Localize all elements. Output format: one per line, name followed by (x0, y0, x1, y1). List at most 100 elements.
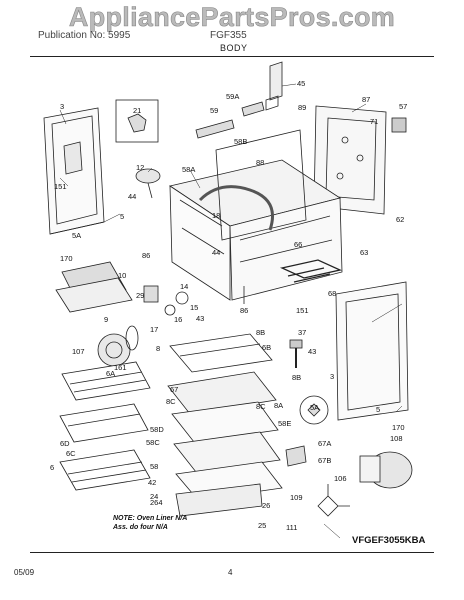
callout-151: 151 (54, 182, 67, 191)
bracket-59[interactable] (195, 101, 265, 139)
vent-45[interactable] (265, 61, 283, 111)
callout-43b: 43 (308, 347, 316, 356)
callout-67: 67 (170, 385, 178, 394)
callout-109: 109 (290, 493, 303, 502)
callout-5: 5 (376, 405, 380, 414)
oven-rack-6a[interactable] (61, 361, 151, 401)
model-code: VFGEF3055KBA (352, 535, 426, 546)
callout-17: 17 (150, 325, 158, 334)
callout-89: 89 (298, 103, 306, 112)
callout-5a: 5A (72, 231, 81, 240)
callout-3b: 3 (330, 372, 334, 381)
callout-108: 108 (390, 434, 403, 443)
note-line-2: Ass. do four N/A (113, 524, 168, 531)
bolt-43[interactable] (289, 339, 303, 368)
callout-58: 58 (150, 462, 158, 471)
callout-87: 87 (362, 95, 370, 104)
callout-57: 57 (399, 102, 407, 111)
publication-number: Publication No: 5995 (38, 30, 131, 41)
callout-58b: 58B (234, 137, 247, 146)
bottom-rule (30, 552, 434, 553)
footer-date: 05/09 (14, 568, 35, 577)
callout-86b: 86 (240, 306, 248, 315)
element-8[interactable] (169, 333, 273, 373)
callout-170b: 170 (392, 423, 405, 432)
callout-15: 15 (190, 303, 198, 312)
callout-44b: 44 (212, 248, 220, 257)
callout-88: 88 (256, 158, 264, 167)
callout-25: 25 (258, 521, 266, 530)
oven-rack-6d[interactable] (59, 403, 149, 443)
callout-6c: 6C (66, 449, 76, 458)
callout-10: 10 (118, 271, 126, 280)
callout-6b: 6B (262, 343, 271, 352)
back-panel-87[interactable] (313, 105, 407, 215)
oven-cabinet[interactable] (169, 129, 343, 301)
callout-18: 18 (212, 211, 220, 220)
callout-170: 170 (60, 254, 73, 263)
section-title: BODY (220, 43, 248, 53)
callout-68: 68 (328, 289, 336, 298)
callout-labels: 3 21 45 59A 59 89 87 57 71 58B 88 12 151… (50, 79, 407, 532)
callout-8: 8 (156, 344, 160, 353)
small-parts[interactable] (143, 285, 245, 316)
callout-42: 42 (148, 478, 156, 487)
oven-liner-note: NOTE: Oven Liner N/A Ass. do four N/A (113, 514, 187, 532)
callout-8c2: 8C (256, 402, 266, 411)
igniter-12[interactable] (135, 168, 161, 199)
convection-motor-108[interactable] (317, 451, 413, 517)
callout-62: 62 (396, 215, 404, 224)
callout-12: 12 (136, 163, 144, 172)
callout-264: 264 (150, 498, 163, 507)
callout-63: 63 (360, 248, 368, 257)
bake-element-68[interactable] (279, 259, 343, 283)
part-67a[interactable] (285, 445, 307, 467)
callout-24: 24 (150, 492, 158, 501)
callout-44: 44 (128, 192, 136, 201)
oven-rack-6[interactable] (59, 449, 151, 491)
lower-body-58[interactable] (167, 371, 283, 517)
callout-8b: 8B (256, 328, 265, 337)
callout-58c: 58C (146, 438, 160, 447)
part-21-inset[interactable] (115, 99, 159, 143)
callout-106: 106 (334, 474, 347, 483)
callout-45: 45 (297, 79, 305, 88)
callout-5: 5 (120, 212, 124, 221)
broil-pan[interactable] (55, 261, 133, 313)
callout-26: 26 (262, 501, 270, 510)
callout-151b: 151 (296, 306, 309, 315)
callout-8a: 8A (274, 401, 283, 410)
callout-111: 111 (286, 523, 297, 532)
callout-43: 43 (196, 314, 204, 323)
watermark-logo: AppliancePartsPros.com (68, 2, 396, 33)
callout-86: 86 (142, 251, 150, 260)
part-5a-inset[interactable] (299, 395, 329, 425)
oven-door-upper[interactable] (43, 107, 105, 235)
callout-59: 59 (210, 106, 218, 115)
convection-fan-107[interactable] (97, 325, 139, 367)
callout-59a: 59A (226, 92, 239, 101)
callout-6d: 6D (60, 439, 70, 448)
callout-67a: 67A (318, 439, 331, 448)
callout-6: 6 (50, 463, 54, 472)
callout-3: 3 (60, 102, 64, 111)
callout-5a2: 5A (310, 403, 319, 412)
callout-29: 29 (136, 291, 144, 300)
callout-161: 161 (114, 363, 127, 372)
callout-66: 66 (294, 240, 302, 249)
callout-67b: 67B (318, 456, 331, 465)
callout-16: 16 (174, 315, 182, 324)
callout-58e: 58E (278, 419, 291, 428)
oven-door-lower[interactable] (335, 281, 409, 421)
note-line-1: NOTE: Oven Liner N/A (113, 515, 188, 522)
callout-9: 9 (104, 315, 108, 324)
callout-37: 37 (298, 328, 306, 337)
page-number: 4 (228, 568, 233, 577)
callout-14: 14 (180, 282, 188, 291)
model-header: FGF355 (210, 30, 247, 41)
callout-58a: 58A (182, 165, 195, 174)
callout-8c: 8C (166, 397, 176, 406)
callout-8b2: 8B (292, 373, 301, 382)
callout-21: 21 (133, 106, 141, 115)
